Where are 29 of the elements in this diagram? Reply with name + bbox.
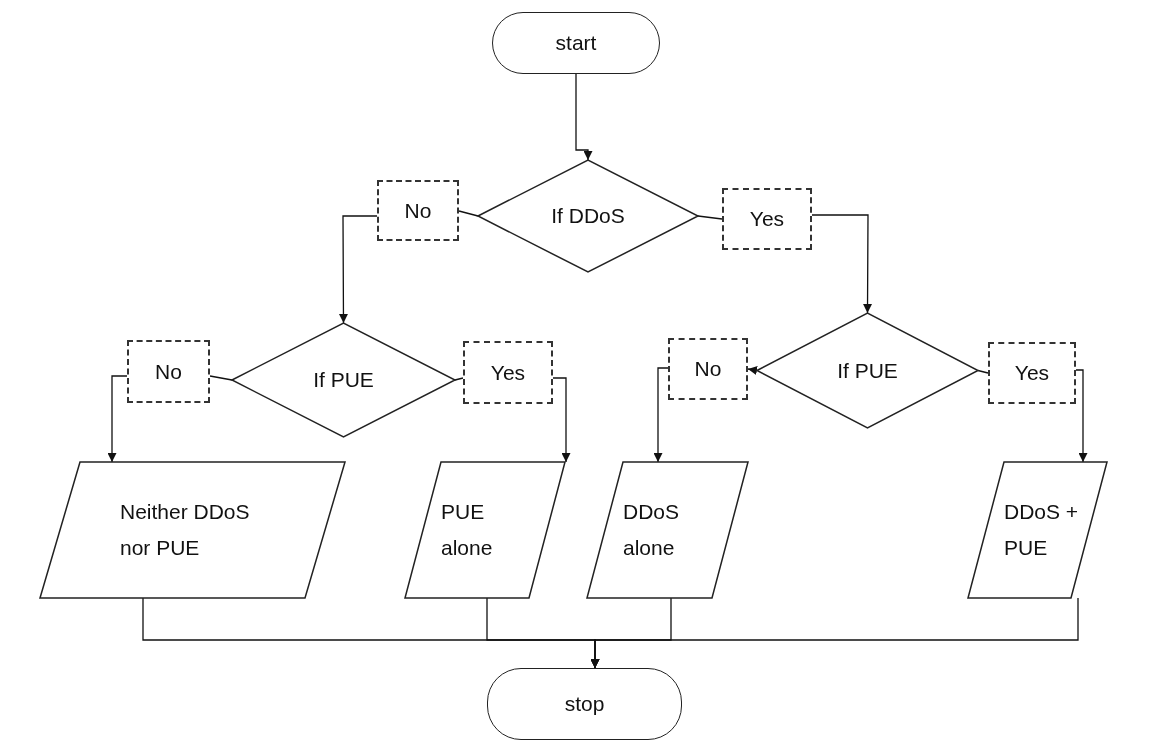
- branch-label: Yes: [988, 342, 1076, 404]
- terminal-shape: stop: [487, 668, 682, 740]
- connector-line: [209, 375, 233, 381]
- arrow: [653, 367, 669, 463]
- branch-label: No: [127, 340, 210, 403]
- terminal-shape: start: [492, 12, 660, 74]
- branch-label: Yes: [722, 188, 812, 250]
- arrow: [811, 214, 873, 314]
- arrow: [552, 377, 571, 463]
- connector-line: [454, 377, 464, 381]
- branch-label: Yes: [463, 341, 553, 404]
- connector-line: [697, 215, 723, 220]
- decision-label: If PUE: [313, 367, 374, 394]
- connector-line: [458, 210, 479, 217]
- branch-label: No: [668, 338, 748, 400]
- branch-label: No: [377, 180, 459, 241]
- arrow: [747, 366, 758, 375]
- arrow: [107, 375, 128, 463]
- output-label: Neither DDoS nor PUE: [120, 499, 251, 561]
- decision-label: If DDoS: [551, 203, 625, 230]
- output-label: PUE alone: [441, 499, 494, 561]
- arrow: [590, 597, 1079, 669]
- arrow: [338, 215, 378, 324]
- arrow: [1075, 369, 1088, 463]
- output-label: DDoS alone: [623, 499, 681, 561]
- decision-label: If PUE: [837, 357, 898, 384]
- arrow: [575, 73, 593, 161]
- output-label: DDoS + PUE: [1004, 499, 1080, 561]
- connector-line: [977, 369, 989, 374]
